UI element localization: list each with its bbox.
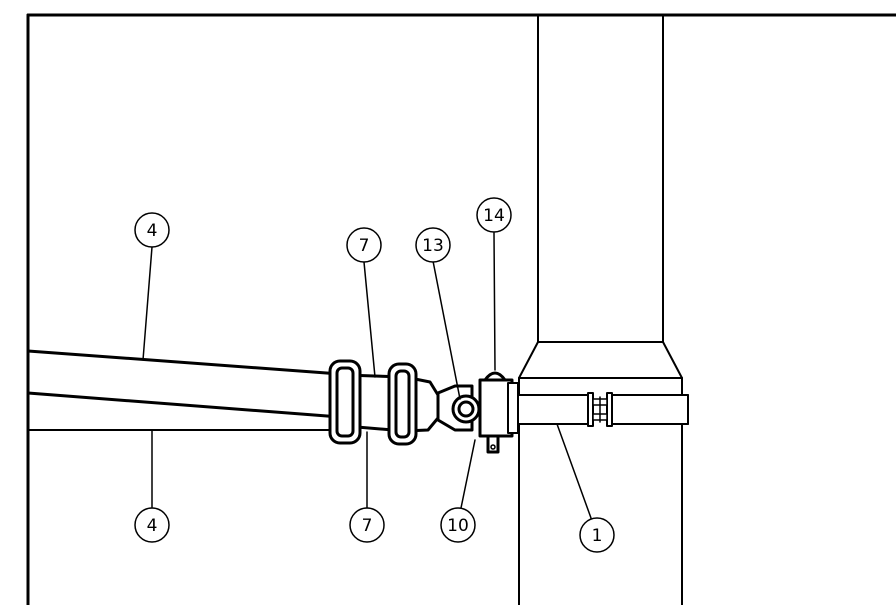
svg-text:7: 7: [359, 236, 370, 256]
bracket-assembly: [451, 371, 519, 454]
svg-text:4: 4: [147, 221, 158, 241]
leader-lines: [142, 232, 592, 519]
balloon-14: 14: [476, 197, 512, 233]
coupling-sleeve: [328, 359, 474, 446]
svg-text:14: 14: [483, 206, 505, 226]
svg-text:7: 7: [362, 516, 373, 536]
drawing-frame: [26, 13, 896, 605]
svg-text:13: 13: [422, 236, 444, 256]
balloon-13: 13: [415, 227, 451, 263]
clamp-band: [502, 392, 689, 427]
column: [518, 14, 683, 605]
brace-tube: [26, 349, 342, 419]
balloon-7-bottom: 7: [349, 507, 385, 543]
balloon-7-top: 7: [346, 227, 382, 263]
svg-text:4: 4: [147, 516, 158, 536]
balloon-10: 10: [440, 507, 476, 543]
balloon-4-bottom: 4: [134, 507, 170, 543]
balloon-1: 1: [579, 517, 615, 553]
svg-text:10: 10: [447, 516, 469, 536]
balloon-4-top: 4: [134, 212, 170, 248]
svg-text:1: 1: [592, 526, 603, 546]
